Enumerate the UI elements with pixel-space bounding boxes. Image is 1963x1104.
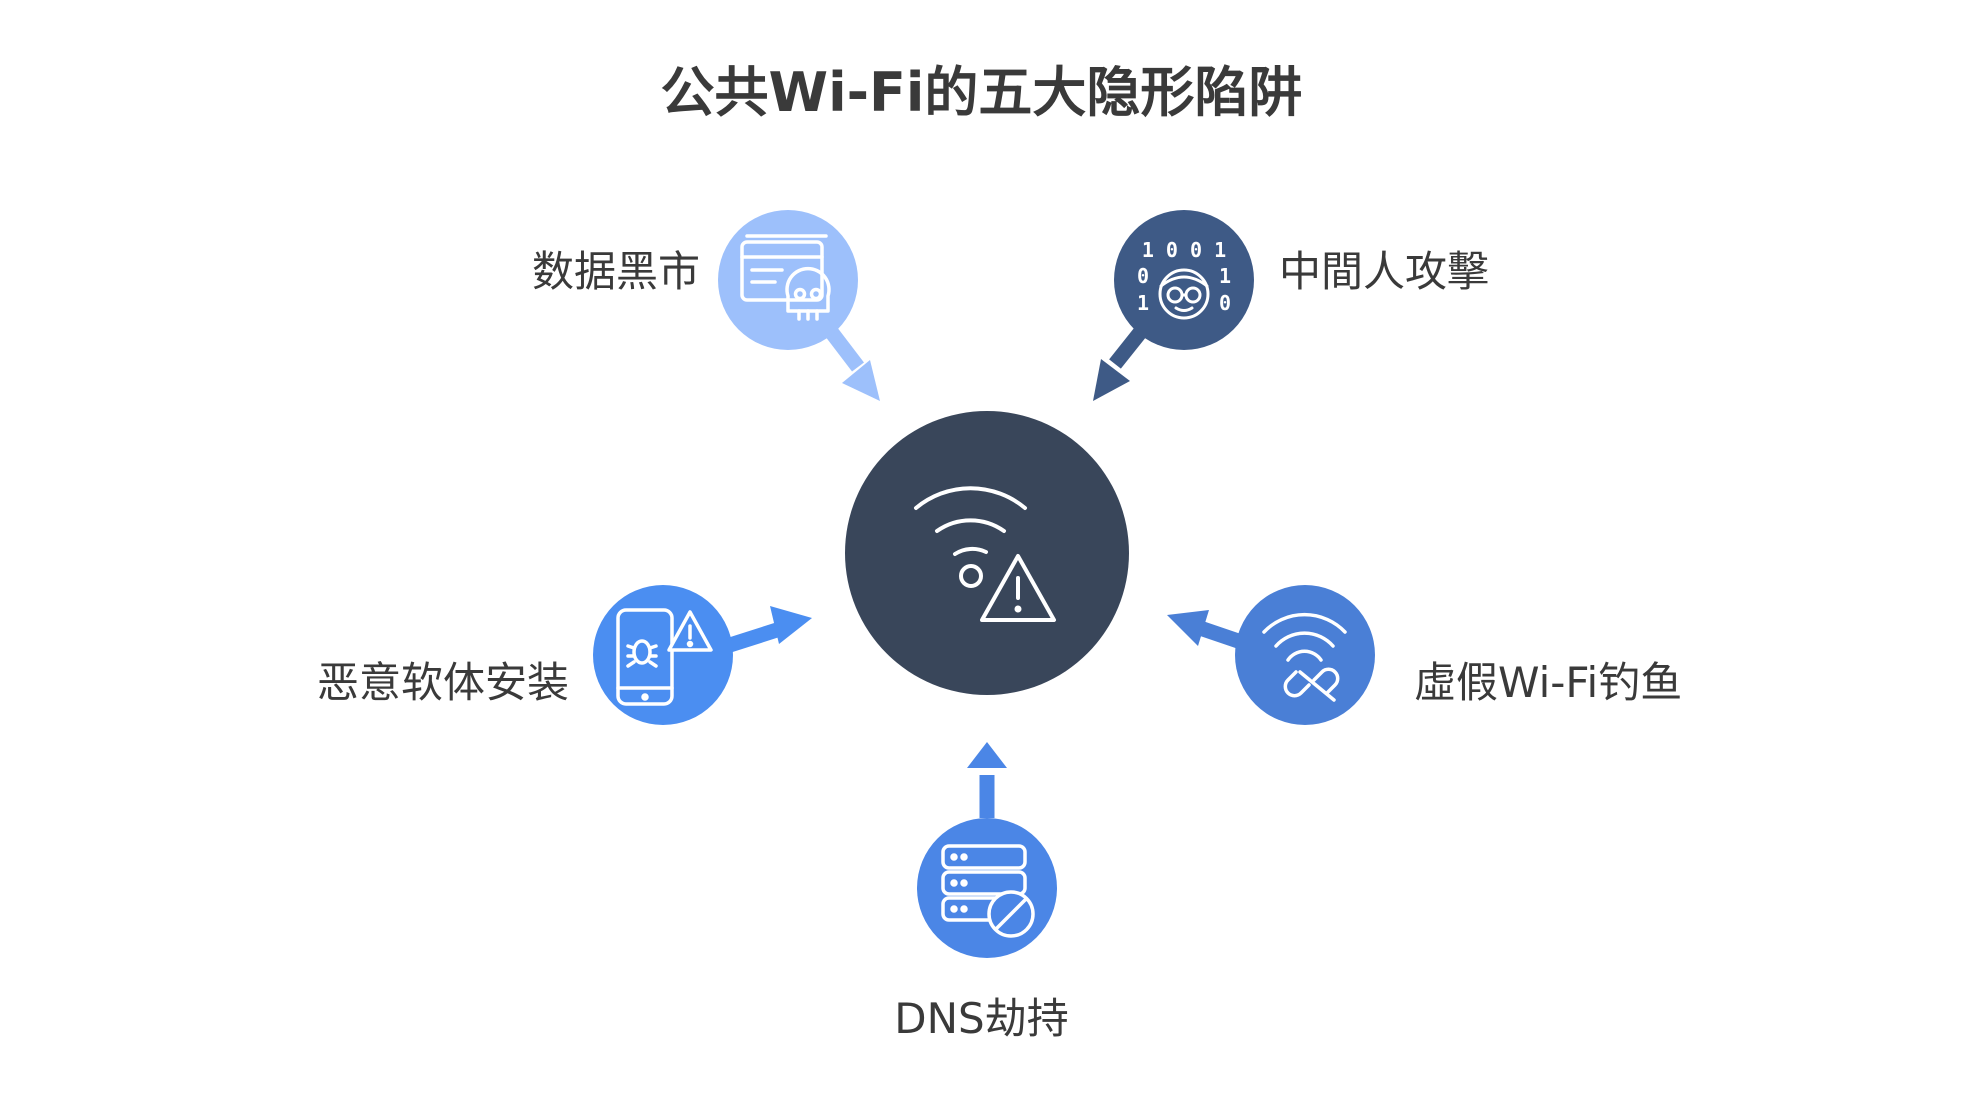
label-fake-wifi: 虛假Wi-Fi钓鱼 <box>1414 658 1683 707</box>
wifi-broken-link-icon <box>1262 613 1347 702</box>
label-mitm: 中間人攻擊 <box>1279 247 1490 296</box>
svg-text:0: 0 <box>1219 291 1231 315</box>
node-mitm: 1 0 0 1 0 1 1 0 <box>1114 210 1254 350</box>
node-dns <box>917 818 1057 958</box>
id-card-skull-icon <box>740 234 831 321</box>
svg-text:1 0 0 1: 1 0 0 1 <box>1142 238 1226 262</box>
binary-hacker-icon: 1 0 0 1 0 1 1 0 <box>1137 238 1231 320</box>
svg-text:0: 0 <box>1137 264 1149 288</box>
arrow-mitm <box>1093 320 1152 401</box>
phone-bug-warning-icon <box>616 608 713 706</box>
label-dns: DNS劫持 <box>894 994 1069 1043</box>
node-data-market <box>718 210 858 350</box>
node-malware <box>593 585 733 725</box>
svg-text:1: 1 <box>1137 291 1149 315</box>
wifi-warning-icon <box>914 486 1056 622</box>
center-node <box>845 411 1129 695</box>
label-data-market: 数据黑市 <box>532 247 701 296</box>
arrow-malware <box>727 606 812 653</box>
label-malware: 恶意软体安装 <box>317 658 570 707</box>
diagram-title: 公共Wi-Fi的五大隐形陷阱 <box>660 61 1303 124</box>
svg-text:1: 1 <box>1219 264 1231 288</box>
arrow-data-market <box>820 320 880 401</box>
server-blocked-icon <box>941 844 1035 938</box>
node-fake-wifi <box>1235 585 1375 725</box>
arrow-dns <box>967 742 1007 818</box>
